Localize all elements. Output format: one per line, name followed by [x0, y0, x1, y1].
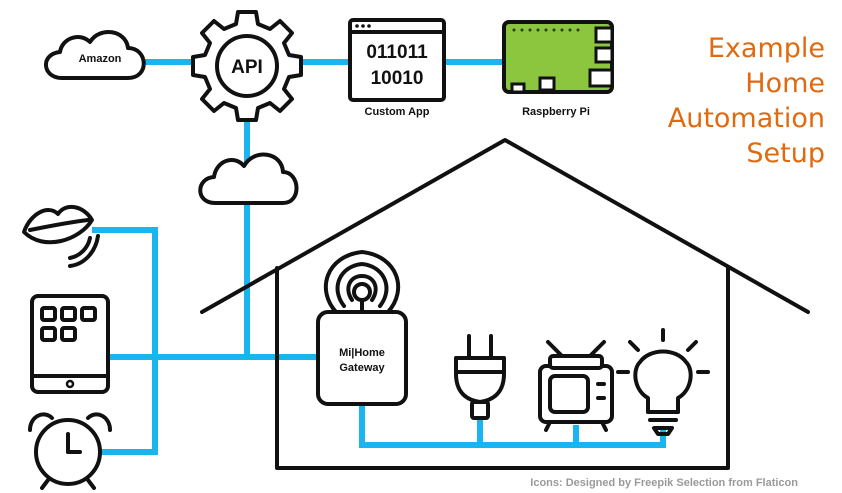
- internet-cloud-icon: [198, 152, 299, 205]
- voice-lips-icon: [22, 204, 100, 268]
- light-bulb-icon: [616, 328, 710, 436]
- gateway-antenna-icon: [323, 250, 401, 316]
- power-plug-icon: [454, 334, 506, 420]
- raspberry-pi-label: Raspberry Pi: [522, 106, 590, 118]
- tv-icon: [538, 340, 614, 432]
- house-roof: [200, 138, 810, 314]
- icon-credit: Icons: Designed by Freepik Selection fro…: [530, 477, 798, 489]
- title-line-3: Automation: [668, 103, 825, 134]
- gateway-label-line1: Mi|Home: [339, 347, 385, 359]
- title-line-4: Setup: [746, 138, 825, 169]
- custom-app-bits-row2: 10010: [371, 68, 424, 89]
- tablet-icon: [30, 294, 110, 394]
- api-label: API: [231, 57, 263, 78]
- gateway-box-icon: [316, 310, 408, 406]
- gateway-label-line2: Gateway: [339, 362, 385, 374]
- wire-gateway-appliances: [359, 402, 666, 448]
- wire-left-devices: [92, 227, 158, 455]
- amazon-cloud-icon: [44, 30, 146, 80]
- custom-app-window-icon: [348, 18, 446, 102]
- house-walls: [275, 266, 730, 470]
- title-line-2: Home: [745, 68, 825, 99]
- title-line-1: Example: [708, 33, 825, 64]
- amazon-label: Amazon: [79, 53, 122, 65]
- raspberry-pi-board-icon: [502, 20, 614, 94]
- custom-app-label: Custom App: [365, 106, 430, 118]
- custom-app-bits-row1: 011011: [366, 42, 428, 63]
- alarm-clock-icon: [28, 412, 112, 490]
- api-gear-icon: [191, 10, 303, 122]
